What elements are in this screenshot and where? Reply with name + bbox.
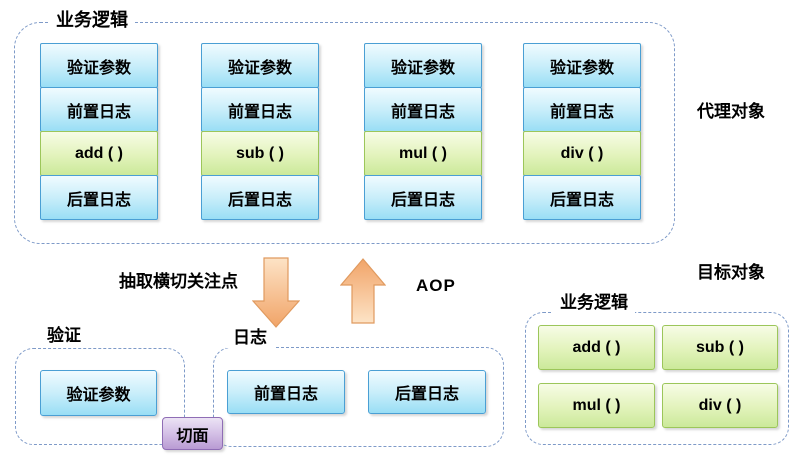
proxy-box-prelog: 前置日志 — [523, 87, 641, 132]
proxy-box-validate: 验证参数 — [364, 43, 482, 88]
target-method-mul: mul ( ) — [538, 383, 655, 428]
proxy-box-prelog: 前置日志 — [364, 87, 482, 132]
target-method-sub: sub ( ) — [662, 325, 778, 370]
validation-param-box: 验证参数 — [40, 370, 157, 416]
postlog-box: 后置日志 — [368, 370, 486, 414]
logging-group-border — [213, 347, 504, 447]
validation-group-border — [15, 348, 185, 445]
target-method-add: add ( ) — [538, 325, 655, 370]
proxy-box-validate: 验证参数 — [523, 43, 641, 88]
proxy-box-method: add ( ) — [40, 131, 158, 176]
proxy-box-validate: 验证参数 — [40, 43, 158, 88]
proxy-box-postlog: 后置日志 — [523, 175, 641, 220]
target-group-border — [525, 312, 789, 445]
proxy-group-label: 业务逻辑 — [49, 10, 135, 30]
proxy-method-stack-add: 验证参数 前置日志 add ( ) 后置日志 — [40, 43, 158, 220]
proxy-box-validate: 验证参数 — [201, 43, 319, 88]
target-object-label: 目标对象 — [697, 263, 765, 282]
proxy-box-method: mul ( ) — [364, 131, 482, 176]
proxy-object-label: 代理对象 — [697, 102, 765, 121]
proxy-method-stack-sub: 验证参数 前置日志 sub ( ) 后置日志 — [201, 43, 319, 220]
proxy-box-method: div ( ) — [523, 131, 641, 176]
proxy-box-postlog: 后置日志 — [40, 175, 158, 220]
proxy-method-stack-mul: 验证参数 前置日志 mul ( ) 后置日志 — [364, 43, 482, 220]
proxy-box-prelog: 前置日志 — [40, 87, 158, 132]
proxy-group-border — [14, 22, 675, 244]
target-method-div: div ( ) — [662, 383, 778, 428]
proxy-box-postlog: 后置日志 — [201, 175, 319, 220]
prelog-box: 前置日志 — [227, 370, 345, 414]
proxy-box-method: sub ( ) — [201, 131, 319, 176]
extract-crosscut-label: 抽取横切关注点 — [119, 272, 238, 291]
proxy-box-prelog: 前置日志 — [201, 87, 319, 132]
proxy-box-postlog: 后置日志 — [364, 175, 482, 220]
validation-group-label: 验证 — [40, 326, 88, 346]
aspect-box: 切面 — [162, 417, 223, 450]
logging-group-label: 日志 — [226, 328, 274, 348]
proxy-method-stack-div: 验证参数 前置日志 div ( ) 后置日志 — [523, 43, 641, 220]
target-group-label: 业务逻辑 — [553, 293, 635, 313]
aop-label: AOP — [416, 276, 456, 295]
arrow-up-icon — [340, 258, 386, 324]
arrow-down-icon — [252, 257, 300, 328]
